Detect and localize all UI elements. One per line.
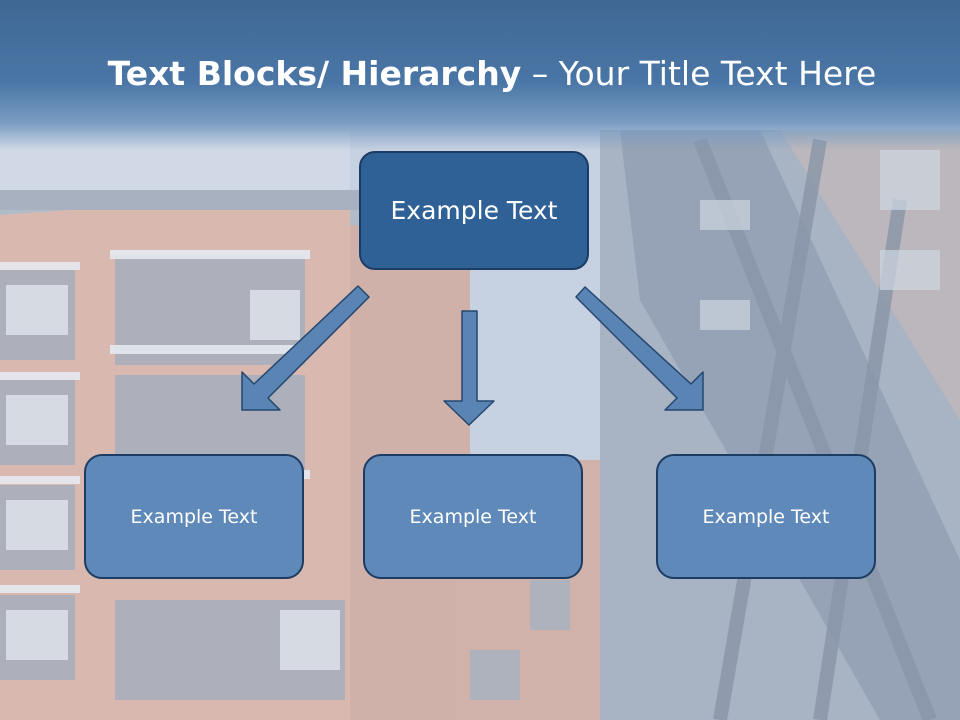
child-node-label: Example Text <box>702 505 830 528</box>
title-bar <box>0 0 960 150</box>
child-node-center: Example Text <box>363 454 583 579</box>
child-node-right: Example Text <box>656 454 876 579</box>
child-node-label: Example Text <box>130 505 258 528</box>
arrow-right <box>575 286 704 411</box>
root-node-label: Example Text <box>390 196 558 225</box>
slide-title: Text Blocks/ Hierarchy – Your Title Text… <box>0 54 960 93</box>
title-regular-part: – Your Title Text Here <box>521 54 877 93</box>
root-node: Example Text <box>359 151 589 270</box>
child-node-left: Example Text <box>84 454 304 579</box>
arrow-left <box>241 285 370 411</box>
title-bold-part: Text Blocks/ Hierarchy <box>107 54 522 93</box>
arrow-center <box>443 310 495 426</box>
child-node-label: Example Text <box>409 505 537 528</box>
